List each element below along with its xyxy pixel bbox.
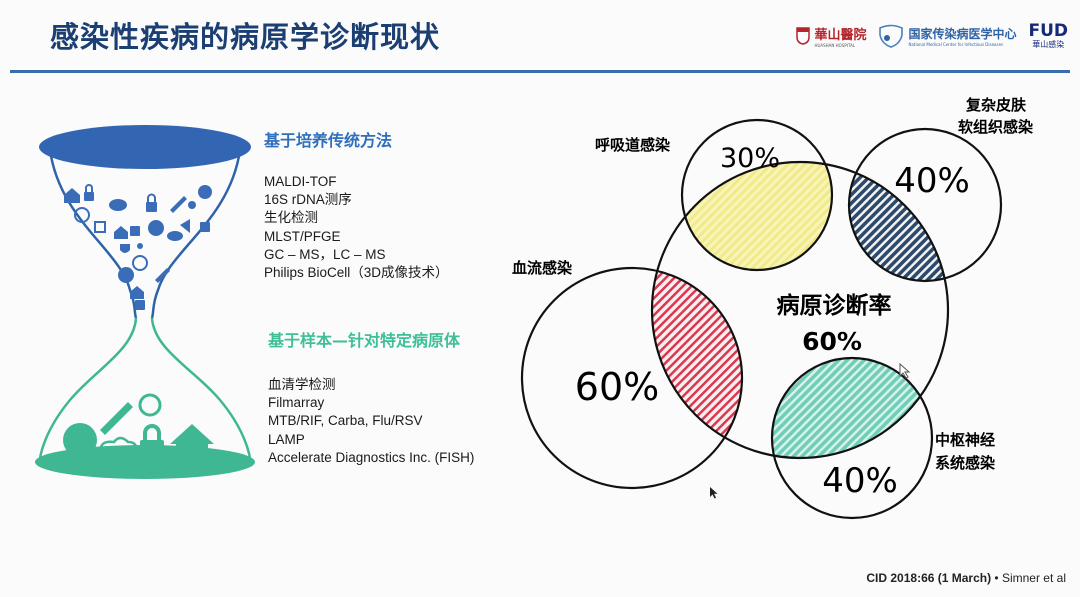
hospital-crest-icon — [796, 27, 811, 45]
circle-respiratory-infection — [680, 118, 834, 272]
list-item: MALDI-TOF — [264, 174, 337, 189]
bloodstream-label: 血流感染 — [512, 259, 573, 277]
center-label: 病原诊断率 — [777, 292, 892, 319]
chat-icon — [109, 199, 127, 211]
list-item: Filmarray — [268, 395, 325, 411]
list-item: Philips BioCell（3D成像技术） — [264, 265, 449, 281]
circle-skin-soft-tissue-infection — [847, 127, 1003, 283]
header-divider — [10, 70, 1070, 73]
cns-label-line1: 中枢神经 — [935, 431, 995, 449]
shield-icon — [879, 24, 904, 48]
list-item: LAMP — [268, 431, 305, 447]
cns-label-line2: 系统感染 — [935, 454, 996, 472]
cloud-download-icon — [98, 436, 138, 454]
skin-label-line1: 复杂皮肤 — [965, 96, 1027, 114]
home-icon — [170, 424, 214, 462]
page-title: 感染性疾病的病原学诊断现状 — [50, 20, 441, 54]
globe-icon — [63, 423, 97, 457]
chat-icon — [167, 231, 183, 241]
center-value: 60% — [802, 327, 862, 356]
pencil-icon — [100, 402, 133, 435]
circle-bloodstream-infection — [520, 266, 744, 490]
list-item: Accelerate Diagnostics Inc. (FISH) — [268, 449, 475, 465]
list-item: MLST/PFGE — [264, 228, 341, 244]
hourglass-bottom-right-edge — [150, 317, 252, 461]
globe-icon — [198, 185, 212, 199]
gear-icon — [137, 243, 143, 249]
compass-icon — [74, 207, 90, 223]
list-item: 生化检测 — [264, 210, 318, 226]
overlap-respiratory — [682, 162, 832, 270]
lock-icon — [84, 192, 94, 201]
home-icon — [114, 226, 128, 239]
lock-icon — [135, 300, 145, 310]
sample-methods-heading: 基于样本—针对特定病原体 — [268, 331, 461, 350]
edit-icon — [94, 221, 106, 233]
circle-pathogen-diagnosis-rate — [650, 160, 950, 460]
cns-value: 40% — [822, 461, 898, 501]
hourglass-illustration — [35, 125, 255, 479]
respiratory-value: 30% — [720, 143, 780, 174]
lock-icon — [130, 226, 140, 236]
respiratory-label: 呼吸道感染 — [595, 136, 671, 154]
speaker-icon — [180, 219, 190, 233]
falling-icons — [64, 184, 212, 310]
globe-icon — [148, 220, 164, 236]
skin-label-line2: 软组织感染 — [958, 118, 1034, 136]
cursor-icon — [899, 362, 911, 379]
pencil-icon — [155, 268, 170, 283]
trophy-icon — [120, 244, 130, 253]
hourglass-top-cap — [39, 125, 251, 169]
hourglass-bottom-left-edge — [38, 317, 138, 461]
pencil-icon — [170, 196, 187, 213]
home-icon — [130, 286, 144, 299]
settled-icons — [63, 393, 214, 462]
lock-icon — [200, 222, 210, 232]
lock-icon — [146, 202, 157, 212]
list-item: 16S rDNA测序 — [264, 192, 352, 208]
bloodstream-value: 60% — [575, 365, 659, 409]
list-item: GC – MS，LC – MS — [264, 246, 386, 262]
fud-logo: FUD 華山感染 — [1028, 20, 1068, 49]
cursor-icon — [710, 487, 718, 499]
culture-methods-list: MALDI-TOF 16S rDNA测序 生化检测 MLST/PFGE GC –… — [264, 173, 449, 282]
sample-methods-list: 血清学检测 Filmarray MTB/RIF, Carba, Flu/RSV … — [268, 376, 474, 467]
citation: CID 2018:66 (1 March) • Simner et al — [866, 571, 1066, 585]
lock-icon — [140, 440, 164, 462]
overlap-cns — [772, 358, 932, 458]
list-item: 血清学检测 — [268, 377, 336, 392]
list-item: MTB/RIF, Carba, Flu/RSV — [268, 413, 423, 429]
search-icon — [132, 255, 148, 271]
circle-cns-infection — [770, 356, 934, 520]
globe-icon — [118, 267, 134, 283]
culture-methods-heading: 基于培养传统方法 — [264, 131, 393, 150]
home-icon — [64, 188, 80, 203]
skin-value: 40% — [894, 161, 970, 201]
gear-icon — [188, 201, 196, 209]
search-icon — [138, 393, 162, 417]
